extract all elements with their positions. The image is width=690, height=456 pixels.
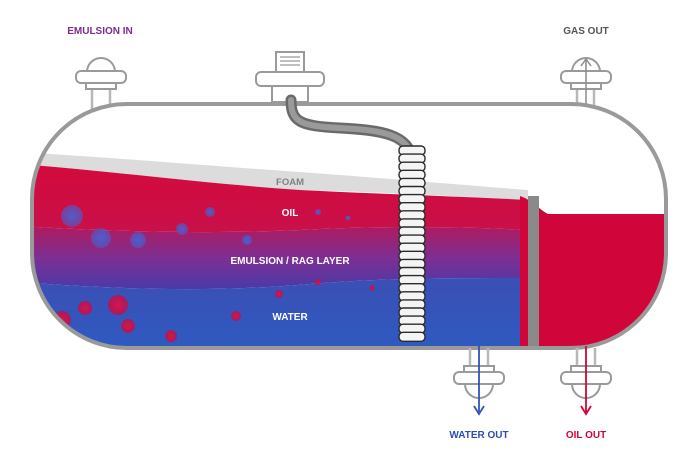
level-sensor-nozzle: [255, 51, 325, 103]
label-water: WATER: [272, 312, 308, 323]
vessel-contents: [32, 104, 666, 348]
label-foam: FOAM: [276, 177, 304, 188]
label-gas-out: GAS OUT: [563, 26, 609, 37]
water-outlet-nozzle: [453, 346, 505, 416]
oil-chamber: [520, 196, 666, 348]
label-oil: OIL: [282, 208, 299, 219]
inlet-nozzle: [75, 57, 127, 168]
label-emulsion-layer: EMULSION / RAG LAYER: [230, 256, 350, 267]
probe-disc: [398, 331, 426, 342]
label-emulsion-in: EMULSION IN: [67, 26, 133, 37]
weir-plate: [528, 196, 539, 348]
oil-outlet-nozzle: [560, 346, 612, 416]
water-out-arrow-icon: [473, 405, 485, 416]
label-water-out: WATER OUT: [449, 430, 508, 441]
label-oil-out: OIL OUT: [566, 430, 606, 441]
oil-out-arrow-icon: [580, 405, 592, 416]
vessel-shell: [30, 102, 668, 350]
level-sensor-probe: [398, 145, 426, 342]
